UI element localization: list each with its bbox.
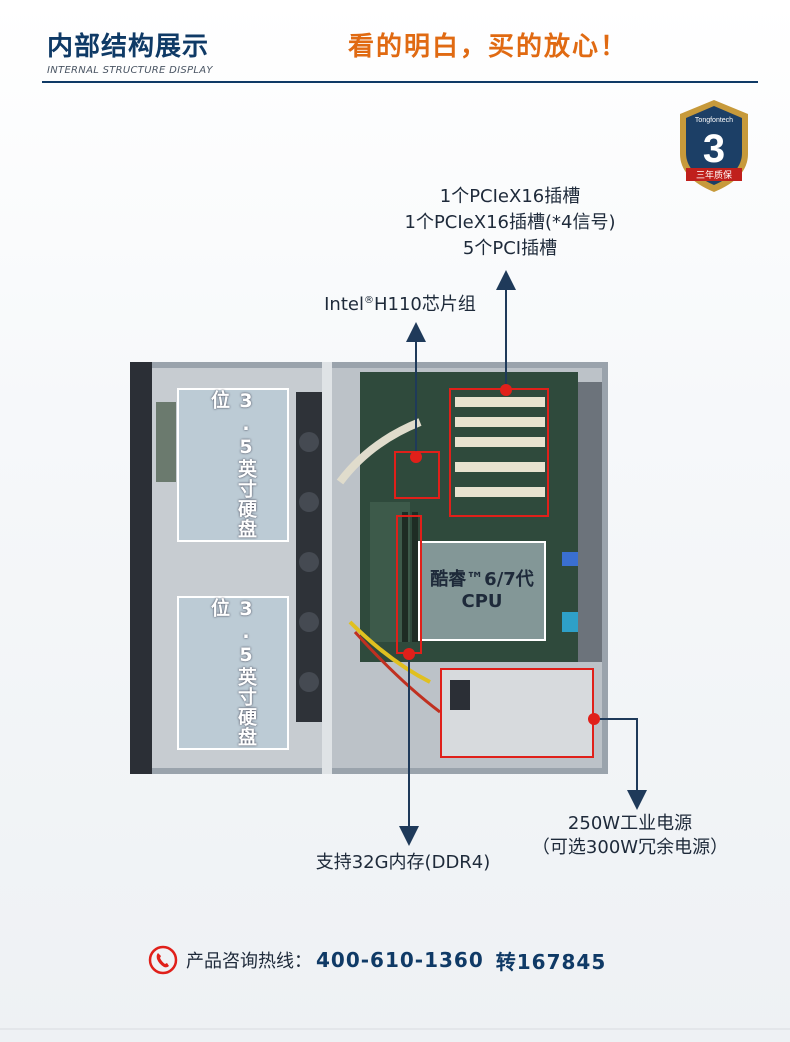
pcie-slots-label: 1个PCIeX16插槽 1个PCIeX16插槽(*4信号) 5个PCI插槽 xyxy=(404,186,616,259)
hdd-bay-2: 3.5英寸硬盘位 xyxy=(177,596,289,750)
hotline-extension: 转167845 xyxy=(495,949,607,974)
badge-number: 3 xyxy=(703,127,725,171)
header-divider xyxy=(42,81,758,83)
hdd-bay-1-label: 3.5英寸硬盘位 xyxy=(208,390,257,539)
cpu-callout: 酷睿™6/7代 CPU xyxy=(418,541,546,641)
hotline-number[interactable]: 400-610-1360 xyxy=(316,948,484,972)
slogan: 看的明白，买的放心！ xyxy=(348,32,629,62)
warranty-badge-icon: Tongfontech 3 三年质保 xyxy=(680,100,748,192)
memory-label: 支持32G内存(DDR4) xyxy=(315,852,491,873)
section-subtitle: INTERNAL STRUCTURE DISPLAY xyxy=(47,65,213,76)
psu-label: 250W工业电源 （可选300W冗余电源） xyxy=(531,813,729,858)
hdd-bay-2-label: 3.5英寸硬盘位 xyxy=(208,598,257,747)
badge-brand: Tongfontech xyxy=(695,117,733,124)
chipset-label: Intel®H110芯片组 xyxy=(324,294,476,315)
section-title: 内部结构展示 xyxy=(47,32,210,62)
hotline-label: 产品咨询热线： xyxy=(186,951,312,972)
hdd-bay-1: 3.5英寸硬盘位 xyxy=(177,388,289,542)
cpu-line-2: CPU xyxy=(461,591,503,612)
footer-divider xyxy=(0,1028,790,1030)
hotline: 产品咨询热线： 400-610-1360 转167845 xyxy=(148,944,606,976)
phone-icon xyxy=(148,945,178,975)
cpu-line-1: 酷睿™6/7代 xyxy=(430,569,534,590)
badge-text: 三年质保 xyxy=(696,169,732,181)
